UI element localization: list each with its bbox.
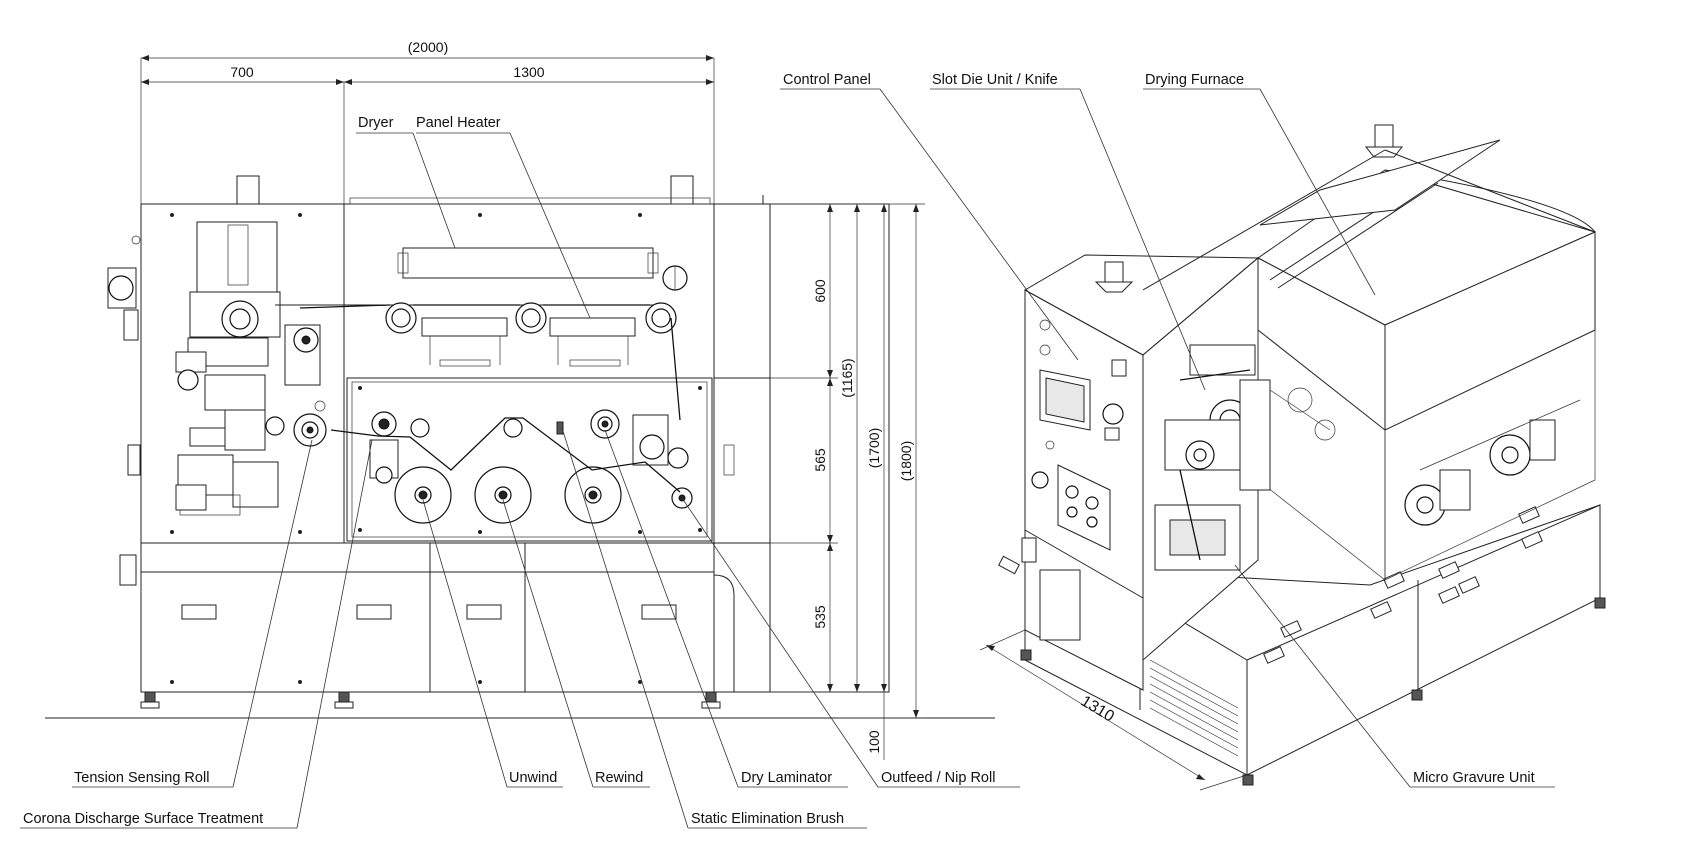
label-panel-heater: Panel Heater — [416, 115, 501, 131]
dim-total-height: (1700) — [866, 428, 882, 468]
label-control-panel: Control Panel — [783, 72, 871, 88]
label-slot-die-unit: Slot Die Unit / Knife — [932, 72, 1058, 88]
dim-overall-width: (2000) — [408, 39, 448, 55]
label-micro-gravure-unit: Micro Gravure Unit — [1413, 770, 1535, 786]
dim-foot-height: 100 — [866, 730, 882, 754]
dim-section-right: 1300 — [513, 64, 544, 80]
horizontal-dimensions: (2000) 700 1300 — [140, 39, 715, 204]
isometric-view: 1310 — [979, 124, 1606, 791]
dim-upper-height: 600 — [812, 279, 828, 303]
callouts: Dryer Panel Heater Tension Sensing Roll … — [20, 72, 1555, 829]
label-drying-furnace: Drying Furnace — [1145, 72, 1244, 88]
label-corona-treatment: Corona Discharge Surface Treatment — [23, 811, 263, 827]
label-tension-sensing-roll: Tension Sensing Roll — [74, 770, 209, 786]
dim-overall-height: (1800) — [898, 441, 914, 481]
label-unwind: Unwind — [509, 770, 557, 786]
label-outfeed-nip-roll: Outfeed / Nip Roll — [881, 770, 995, 786]
dim-section-left: 700 — [230, 64, 254, 80]
dim-middle-height: 565 — [812, 448, 828, 472]
vertical-dimensions: 600 565 535 (1165) (1700) (1800) 100 — [770, 203, 925, 760]
label-dryer: Dryer — [358, 115, 394, 131]
label-static-elimination-brush: Static Elimination Brush — [691, 811, 844, 827]
dim-middle-total: (1165) — [839, 358, 855, 397]
dim-lower-height: 535 — [812, 605, 828, 629]
label-rewind: Rewind — [595, 770, 643, 786]
label-dry-laminator: Dry Laminator — [741, 770, 832, 786]
front-elevation — [45, 175, 995, 719]
